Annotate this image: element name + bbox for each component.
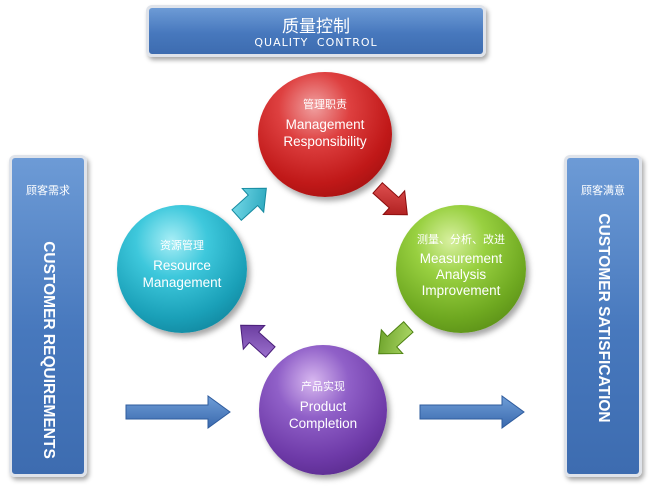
product-english: Product Completion [288, 399, 358, 431]
customer-satisfaction-chinese: 顾客满意 [581, 184, 625, 197]
customer-satisfaction-panel: 顾客满意 CUSTOMER SATISFICATION [564, 155, 642, 477]
arrow-management-to-measurement [372, 182, 408, 216]
measurement-english: Measurement Analysis Improvement [419, 251, 503, 298]
measurement-analysis-improvement-node: 测量、分析、改进 Measurement Analysis Improvemen… [396, 205, 526, 333]
title-chinese: 质量控制 [282, 17, 350, 37]
arrow-product-to-satisfaction [419, 395, 525, 429]
title-english: QUALITY CONTROL [254, 36, 378, 49]
arrow-measurement-to-product [378, 321, 414, 355]
arrow-resource-to-management [231, 187, 267, 221]
management-chinese: 管理职责 [303, 98, 347, 111]
title-banner: 质量控制 QUALITY CONTROL [146, 5, 486, 57]
management-english: Management Responsibility [283, 117, 367, 149]
resource-english: Resource Management [142, 258, 222, 290]
resource-chinese: 资源管理 [160, 239, 204, 252]
management-responsibility-node: 管理职责 Management Responsibility [258, 72, 392, 197]
customer-requirements-panel: 顾客需求 CUSTOMER REQUIREMENTS [9, 155, 87, 477]
arrow-requirements-to-product [125, 395, 231, 429]
product-chinese: 产品实现 [301, 380, 345, 393]
resource-management-node: 资源管理 Resource Management [117, 205, 247, 333]
customer-requirements-chinese: 顾客需求 [26, 184, 70, 197]
product-completion-node: 产品实现 Product Completion [259, 345, 387, 475]
arrow-product-to-resource [240, 324, 276, 358]
measurement-chinese: 测量、分析、改进 [417, 233, 505, 246]
